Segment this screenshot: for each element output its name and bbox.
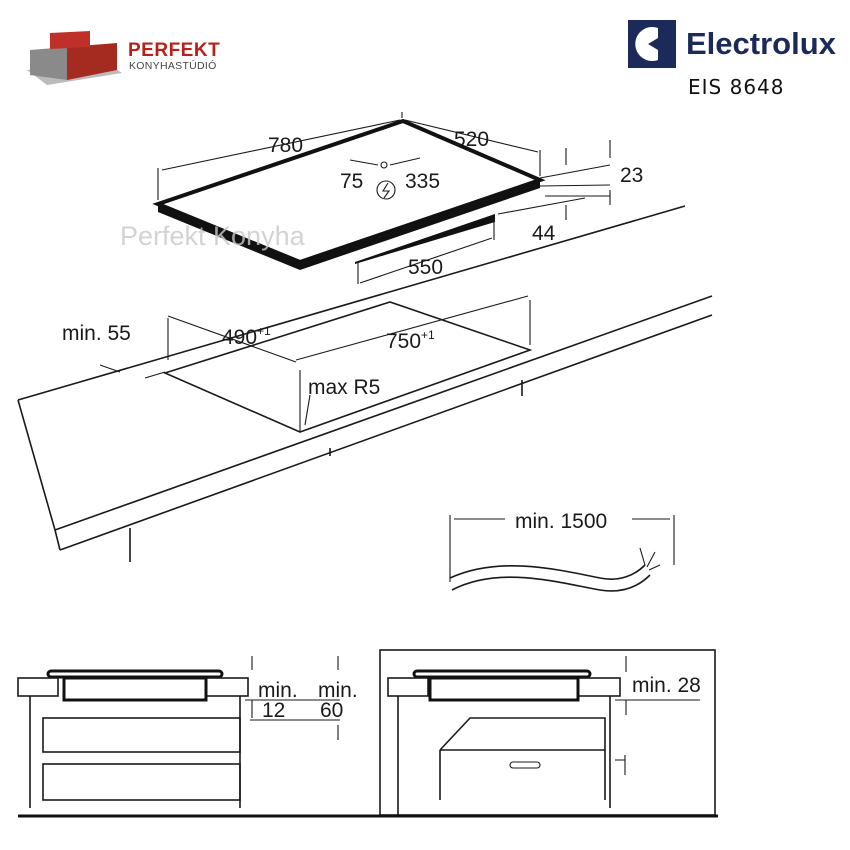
- dim-oven-gap: min. 28: [632, 674, 701, 697]
- dealer-logo-graphic: [27, 31, 122, 85]
- countertop: min. 55 490+1 750+1 max R5: [17, 205, 713, 562]
- dim-cutout-depth: 490+1: [222, 324, 271, 349]
- dim-box-height: 44: [532, 222, 556, 245]
- electrolux-emblem-icon: [628, 20, 676, 68]
- dim-cutout-width: 750+1: [386, 328, 435, 353]
- hob-dimensions: 780 520 75 335 23 44 550: [157, 112, 643, 284]
- side-section-oven: min. 28: [379, 649, 716, 816]
- dim-box-width: 550: [408, 256, 443, 279]
- model-number: EIS 8648: [688, 75, 785, 99]
- power-cable: min. 1500: [449, 510, 675, 592]
- dim-below-min-value: 60: [320, 699, 343, 722]
- dim-below-min-label: min.: [318, 679, 358, 702]
- dim-hob-thickness: 23: [620, 164, 643, 187]
- dim-hob-width: 780: [268, 134, 303, 157]
- hob: [152, 118, 546, 284]
- side-section-drawers: min. 12 min. 60: [17, 656, 358, 808]
- dim-connection-x: 75: [340, 170, 363, 193]
- brand-name: Electrolux: [686, 26, 836, 61]
- dealer-name: PERFEKT: [128, 40, 221, 61]
- dim-corner-radius: max R5: [308, 376, 380, 399]
- dim-hob-depth: 520: [454, 128, 489, 151]
- watermark: Perfekt Konyha: [120, 221, 306, 251]
- dim-connection-y: 335: [405, 170, 440, 193]
- dim-front-min: min. 55: [62, 322, 131, 345]
- dim-side-min-label: min.: [258, 679, 298, 702]
- dim-cable-length: min. 1500: [515, 510, 607, 533]
- dim-side-min-value: 12: [262, 699, 285, 722]
- dealer-subtitle: KONYHASTÚDIÓ: [129, 60, 217, 72]
